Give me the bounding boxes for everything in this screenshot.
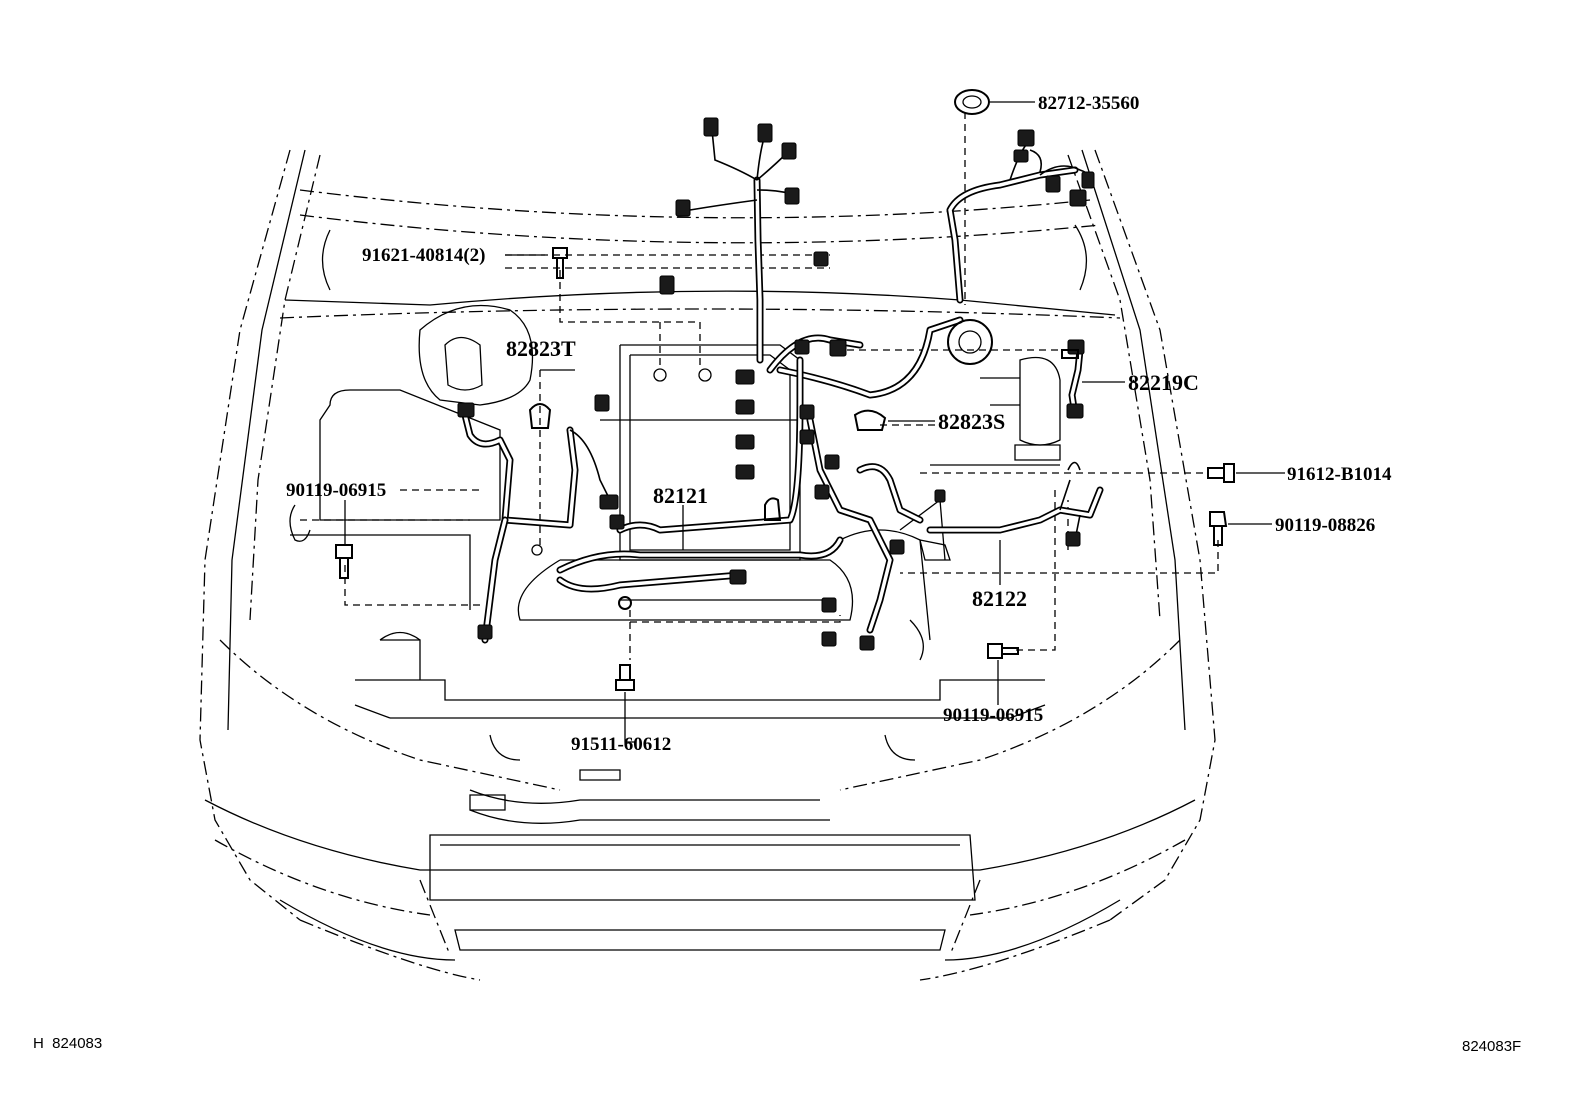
assembly-lines xyxy=(344,112,1219,660)
part-label-82823S: 82823S xyxy=(938,409,1005,434)
footer-left-code: H 824083 xyxy=(33,1035,102,1052)
leader-lines xyxy=(344,101,1285,743)
fasteners xyxy=(335,89,1235,691)
part-label-82122: 82122 xyxy=(972,586,1027,611)
part-label-91511-60612: 91511-60612 xyxy=(571,734,671,755)
connectors xyxy=(457,117,1095,651)
wire-harnesses xyxy=(461,129,1104,644)
part-label-90119-08826: 90119-08826 xyxy=(1275,515,1375,536)
footer-right-code: 824083F xyxy=(1462,1038,1521,1055)
part-labels: 82712-35560 91621-40814(2) 82823T 82219C… xyxy=(286,93,1392,755)
part-label-90119-06915-left: 90119-06915 xyxy=(286,480,386,501)
part-label-82823T: 82823T xyxy=(506,336,576,361)
part-label-91612-B1014: 91612-B1014 xyxy=(1287,464,1392,485)
car-body-outline xyxy=(199,149,1216,981)
part-label-91621-40814: 91621-40814(2) xyxy=(362,245,485,266)
part-label-90119-06915-right: 90119-06915 xyxy=(943,705,1043,726)
part-label-82121: 82121 xyxy=(653,483,708,508)
part-label-82712-35560: 82712-35560 xyxy=(1038,93,1139,114)
part-label-82219C: 82219C xyxy=(1128,370,1199,395)
